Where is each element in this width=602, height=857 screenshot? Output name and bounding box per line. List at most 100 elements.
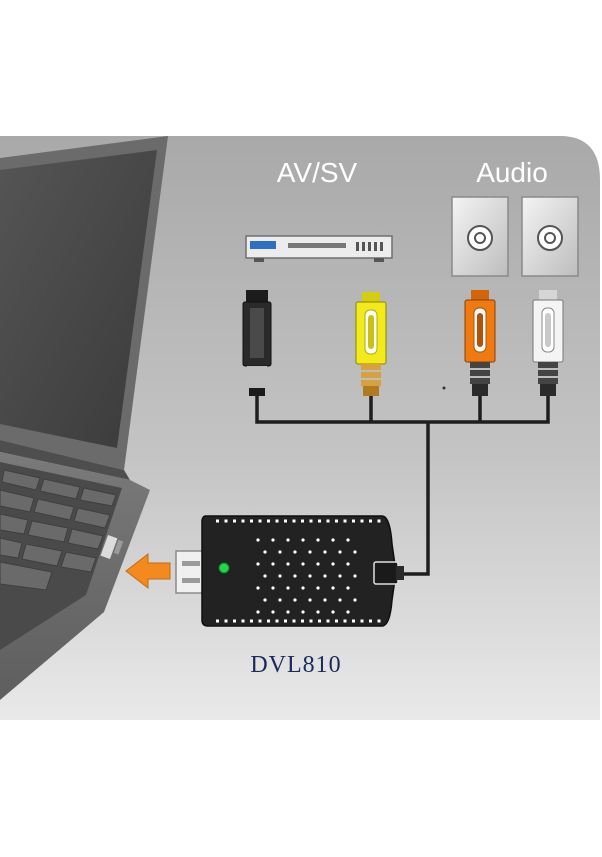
dongle-edge-dot [233, 619, 236, 623]
dongle-edge-dot [258, 619, 262, 623]
dongle-vent-dot [256, 562, 260, 566]
dongle-edge-dot [326, 619, 330, 623]
dongle-edge-dot [360, 619, 364, 623]
dongle-edge-dot [318, 619, 321, 623]
dongle-vent-dot [338, 574, 342, 578]
dongle-edge-dot [250, 619, 253, 623]
dongle-edge-dot [326, 519, 330, 523]
dongle-edge-dot [284, 519, 287, 523]
dongle-vent-dot [346, 586, 350, 590]
dongle-vent-dot [256, 538, 260, 542]
dongle-vent-dot [316, 610, 320, 614]
dongle-vent-dot [353, 550, 357, 554]
dongle-vent-dot [301, 610, 305, 614]
dongle-vent-dot [263, 574, 267, 578]
dongle-vent-dot [316, 562, 320, 566]
dongle-vent-dot [338, 598, 342, 602]
dongle-edge-dot [377, 619, 381, 623]
green-led-icon [218, 562, 230, 574]
dongle-vent-dot [256, 610, 260, 614]
dongle-vent-dot [286, 562, 290, 566]
dongle-edge-dot [275, 619, 279, 623]
dongle-edge-dot [284, 619, 287, 623]
dongle-vent-dot [286, 538, 290, 542]
dongle-edge-dot [335, 619, 338, 623]
dongle-vent-dot [263, 598, 267, 602]
dongle-vent-dot [286, 610, 290, 614]
laptop-icon [0, 136, 168, 700]
dongle-vent-dot [323, 574, 327, 578]
dongle-edge-dot [292, 519, 296, 523]
dongle-edge-dot [301, 519, 304, 523]
dongle-edge-dot [224, 519, 228, 523]
dongle-edge-dot [335, 519, 338, 523]
dongle-edge-dot [352, 619, 355, 623]
dongle-vent-dot [271, 610, 275, 614]
dongle-edge-dot [275, 519, 279, 523]
cable-harness [255, 396, 550, 576]
dongle-edge-dot [369, 519, 372, 523]
speaker-left-icon [451, 196, 509, 277]
dongle-edge-dot [241, 619, 245, 623]
dongle-edge-dot [292, 619, 296, 623]
dongle-vent-dot [271, 586, 275, 590]
dongle-vent-dot [278, 550, 282, 554]
dongle-vent-dot [286, 586, 290, 590]
dongle-edge-dot [309, 619, 313, 623]
dongle-edge-dot [369, 619, 372, 623]
av-sv-label: AV/SV [277, 157, 358, 188]
dongle-edge-dot [301, 619, 304, 623]
dongle-vent-dot [278, 598, 282, 602]
dongle-edge-dot [267, 619, 270, 623]
dongle-vent-dot [316, 586, 320, 590]
dongle-vent-dot [316, 538, 320, 542]
dongle-vent-dot [323, 598, 327, 602]
dongle-edge-dot [343, 519, 347, 523]
rca-plug-yellow-icon [355, 292, 387, 396]
dongle-vent-dot [338, 550, 342, 554]
device-name-label: DVL810 [250, 652, 341, 678]
dongle-vent-dot [353, 598, 357, 602]
dongle-vent-dot [331, 562, 335, 566]
dongle-vent-dot [293, 598, 297, 602]
dongle-edge-dot [241, 519, 245, 523]
dongle-edge-dot [216, 619, 219, 623]
audio-label: Audio [476, 157, 548, 188]
dongle-vent-dot [301, 562, 305, 566]
rca-plug-white-icon [532, 290, 564, 396]
usb-capture-dongle-icon [201, 515, 404, 627]
speaker-right-icon [521, 196, 579, 277]
dongle-edge-dot [343, 619, 347, 623]
dongle-edge-dot [224, 619, 228, 623]
dongle-edge-dot [233, 519, 236, 523]
arrow-left-icon [125, 552, 171, 590]
dongle-vent-dot [301, 538, 305, 542]
dvd-player-icon [245, 235, 393, 262]
dongle-edge-dot [250, 519, 253, 523]
dongle-vent-dot [293, 574, 297, 578]
dongle-vent-dot [293, 550, 297, 554]
dongle-edge-dot [309, 519, 313, 523]
dongle-vent-dot [308, 550, 312, 554]
dongle-vent-dot [278, 574, 282, 578]
dongle-vent-dot [331, 538, 335, 542]
dongle-vent-dot [263, 550, 267, 554]
dongle-vent-dot [323, 550, 327, 554]
dongle-edge-dot [267, 519, 270, 523]
dongle-vent-dot [346, 538, 350, 542]
dongle-vent-dot [331, 586, 335, 590]
dongle-vent-dot [308, 574, 312, 578]
dongle-vent-dot [271, 562, 275, 566]
dongle-edge-dot [352, 519, 355, 523]
dongle-vent-dot [346, 610, 350, 614]
dongle-edge-dot [360, 519, 364, 523]
rca-plug-orange-icon [464, 290, 496, 396]
dongle-vent-dot [301, 586, 305, 590]
dongle-edge-dot [318, 519, 321, 523]
dongle-edge-dot [216, 519, 219, 523]
dongle-edge-dot [258, 519, 262, 523]
dongle-vent-dot [256, 586, 260, 590]
dongle-vent-dot [346, 562, 350, 566]
dongle-vent-dot [271, 538, 275, 542]
